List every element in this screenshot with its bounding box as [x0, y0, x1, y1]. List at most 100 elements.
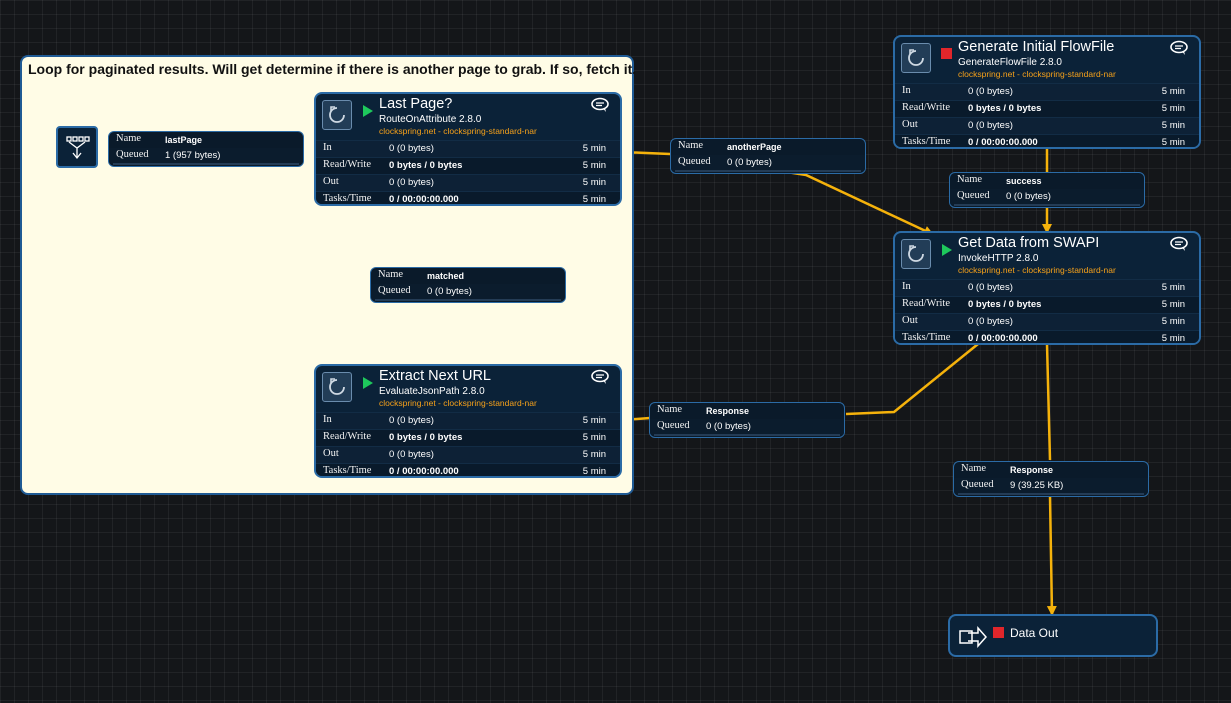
processor-bundle: clockspring.net - clockspring-standard-n… — [379, 398, 537, 408]
processor-bundle: clockspring.net - clockspring-standard-n… — [958, 265, 1116, 275]
conn-name-label: Name — [116, 133, 142, 144]
play-icon[interactable] — [363, 377, 373, 389]
stat-value: 0 bytes / 0 bytes — [389, 432, 463, 443]
processor-name: Extract Next URL — [379, 368, 491, 384]
stat-time: 5 min — [1161, 333, 1185, 344]
stats-row-read-write: Read/Write 0 bytes / 0 bytes 5 min — [316, 157, 620, 174]
stat-label: Out — [902, 119, 918, 130]
stat-label: Tasks/Time — [323, 465, 372, 476]
conn-queued-value: 0 (0 bytes) — [427, 286, 472, 297]
stat-value: 0 (0 bytes) — [389, 415, 434, 426]
processor-generate-initial-flowfile[interactable]: Generate Initial FlowFile GenerateFlowFi… — [893, 35, 1201, 149]
stat-time: 5 min — [582, 432, 606, 443]
stat-time: 5 min — [1161, 103, 1185, 114]
stat-value: 0 / 00:00:00.000 — [389, 466, 459, 477]
stat-value: 0 bytes / 0 bytes — [968, 103, 1042, 114]
conn-name-value: matched — [427, 271, 465, 281]
conn-name-label: Name — [657, 404, 683, 415]
queue-progress-bar — [958, 493, 1144, 495]
stats-row-in: In 0 (0 bytes) 5 min — [316, 412, 620, 429]
stat-time: 5 min — [582, 194, 606, 205]
stat-value: 0 / 00:00:00.000 — [968, 137, 1038, 148]
queue-progress-bar — [675, 170, 861, 172]
comment-icon[interactable] — [590, 369, 610, 385]
processor-extract-next-url[interactable]: Extract Next URL EvaluateJsonPath 2.8.0 … — [314, 364, 622, 478]
stat-time: 5 min — [582, 177, 606, 188]
processor-name: Get Data from SWAPI — [958, 235, 1100, 251]
stop-icon[interactable] — [941, 48, 952, 59]
stat-value: 0 (0 bytes) — [968, 120, 1013, 131]
conn-name-label: Name — [961, 463, 987, 474]
conn-queued-label: Queued — [378, 285, 411, 296]
conn-queued-value: 1 (957 bytes) — [165, 150, 221, 161]
funnel-icon — [66, 136, 90, 160]
queue-progress-bar — [113, 163, 299, 165]
output-port-name: Data Out — [1010, 626, 1059, 640]
stop-icon[interactable] — [993, 627, 1004, 638]
conn-name-label: Name — [957, 174, 983, 185]
conn-name-value: Response — [706, 406, 750, 416]
stats-row-tasks: Tasks/Time 0 / 00:00:00.000 5 min — [316, 191, 620, 205]
stat-label: Read/Write — [902, 298, 950, 309]
conn-queued-value: 0 (0 bytes) — [706, 421, 751, 432]
conn-queued-label: Queued — [678, 156, 711, 167]
stat-value: 0 (0 bytes) — [389, 449, 434, 460]
queue-progress-bar — [654, 434, 840, 436]
stat-time: 5 min — [1161, 86, 1185, 97]
output-port-icon — [959, 626, 988, 648]
conn-name-value: anotherPage — [727, 142, 782, 152]
stat-label: Tasks/Time — [323, 193, 372, 204]
conn-queued-label: Queued — [657, 420, 690, 431]
stat-label: Read/Write — [323, 159, 371, 170]
stats-row-out: Out 0 (0 bytes) 5 min — [895, 117, 1199, 134]
funnel[interactable] — [56, 126, 98, 168]
stats-row-read-write: Read/Write 0 bytes / 0 bytes 5 min — [316, 429, 620, 446]
stat-label: Read/Write — [323, 431, 371, 442]
conn-queued-value: 0 (0 bytes) — [727, 157, 772, 168]
stat-time: 5 min — [582, 415, 606, 426]
stats-row-out: Out 0 (0 bytes) 5 min — [316, 174, 620, 191]
queue-progress-bar — [375, 299, 561, 301]
stat-time: 5 min — [1161, 299, 1185, 310]
conn-queued-label: Queued — [116, 149, 149, 160]
stat-label: Out — [323, 448, 339, 459]
processor-last-page[interactable]: Last Page? RouteOnAttribute 2.8.0 clocks… — [314, 92, 622, 206]
processor-icon — [901, 43, 931, 73]
output-port-data-out[interactable]: Data Out — [948, 614, 1158, 657]
stat-time: 5 min — [582, 160, 606, 171]
processor-icon — [901, 239, 931, 269]
conn-queued-label: Queued — [961, 479, 994, 490]
processor-icon — [322, 372, 352, 402]
stat-label: In — [323, 414, 332, 425]
comment-icon[interactable] — [590, 97, 610, 113]
comment-icon[interactable] — [1169, 236, 1189, 252]
connection-response-loop[interactable]: Name Response Queued 0 (0 bytes) — [649, 402, 845, 438]
stat-time: 5 min — [1161, 316, 1185, 327]
processor-get-data-from-swapi[interactable]: Get Data from SWAPI InvokeHTTP 2.8.0 clo… — [893, 231, 1201, 345]
processor-bundle: clockspring.net - clockspring-standard-n… — [958, 69, 1116, 79]
processor-name: Last Page? — [379, 96, 453, 112]
conn-name-value: success — [1006, 176, 1042, 186]
processor-type: RouteOnAttribute 2.8.0 — [379, 114, 482, 125]
comment-icon[interactable] — [1169, 40, 1189, 56]
stat-value: 0 (0 bytes) — [389, 177, 434, 188]
stat-value: 0 (0 bytes) — [389, 143, 434, 154]
play-icon[interactable] — [942, 244, 952, 256]
stat-time: 5 min — [1161, 120, 1185, 131]
stat-value: 0 bytes / 0 bytes — [389, 160, 463, 171]
stat-label: Out — [323, 176, 339, 187]
stat-value: 0 (0 bytes) — [968, 282, 1013, 293]
stat-value: 0 / 00:00:00.000 — [389, 194, 459, 205]
processor-bundle: clockspring.net - clockspring-standard-n… — [379, 126, 537, 136]
play-icon[interactable] — [363, 105, 373, 117]
